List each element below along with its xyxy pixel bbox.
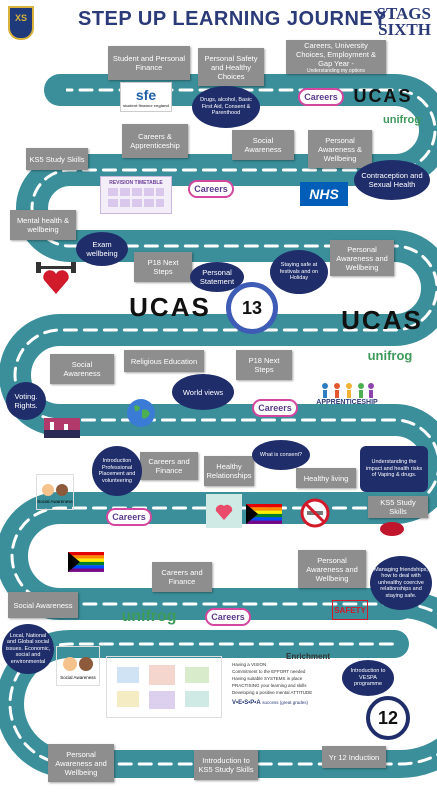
box-personal-awareness-4: Personal Awareness and Wellbeing (48, 744, 114, 782)
road-centre-line (10, 88, 437, 606)
box-personal-safety: Personal Safety and Healthy Choices (198, 48, 264, 86)
careers-logo-4-text: Careers (106, 508, 152, 526)
unifrog-logo-2: unifrog (367, 347, 413, 363)
sfe-logo: sfe student finance england (120, 82, 172, 112)
no-vaping-icon (300, 498, 330, 528)
enrichment-item: Developing a positive mental ATTITUDE (232, 690, 313, 695)
bubble-voting-rights: Voting. Rights. (6, 382, 46, 420)
careers-logo-2-text: Careers (188, 180, 234, 198)
revision-timetable-image: REVISION TIMETABLE (100, 176, 172, 214)
enrichment-item: Having suitable SYSTEMS in place (232, 676, 303, 681)
revision-timetable-label: REVISION TIMETABLE (109, 180, 163, 186)
social-awareness-icon-1: Social Awareness (36, 474, 74, 510)
careers-logo-2: Careers (186, 178, 236, 200)
box-personal-awareness-2: Personal Awareness and Wellbeing (330, 240, 394, 276)
social-awareness-icon-2: Social Awareness (56, 646, 100, 686)
bubble-intro-professional: Introduction Professional Placement and … (92, 446, 142, 496)
enrichment-label: Enrichment (285, 652, 330, 661)
box-careers-finance-2: Careers and Finance (152, 562, 212, 592)
hands-heart-icon (206, 494, 242, 528)
box-careers-uni: Careers, University Choices, Employment … (286, 40, 386, 74)
box-social-awareness-2: Social Awareness (50, 354, 114, 384)
brand-line-2: SIXTH (378, 20, 431, 39)
box-personal-awareness-3: Personal Awareness and Wellbeing (298, 550, 366, 588)
bubble-exam-wellbeing: Exam wellbeing (76, 232, 128, 266)
box-social-awareness-1: Social Awareness (232, 130, 294, 160)
unifrog-logo-3: unifrog (121, 608, 177, 625)
protest-image (44, 418, 80, 438)
bubble-local-national: Local, National and Global social issues… (2, 624, 54, 674)
box-ks5-study-skills-2: KS5 Study Skills (368, 496, 428, 518)
ucas-logo-2: UCAS (129, 291, 211, 322)
vespa-word: V•E•S•P•A (232, 700, 261, 706)
ucas-logo-3: UCAS (341, 304, 423, 335)
box-personal-awareness-1: Personal Awareness & Wellbeing (308, 130, 372, 168)
sfe-logo-text: sfe (135, 86, 157, 103)
bubble-festivals: Staying safe at festivals and on Holiday (270, 250, 328, 294)
bubble-world-views: World views (172, 374, 234, 410)
enrichment-item: Commitment to the EFFORT needed (232, 669, 306, 674)
box-yr12-induction: Yr 12 Induction (322, 746, 386, 768)
careers-logo-4: Careers (102, 506, 156, 528)
box-intro-ks5: Introduction to KS5 Study Skills (194, 750, 258, 780)
bubble-intro-vespa: Introduction to VESPA programme (342, 660, 394, 696)
careers-logo-5: Careers (200, 604, 256, 630)
enrichment-item: Having a VISION (232, 662, 267, 667)
bubble-drugs-alcohol: Drugs, alcohol, Basic First Aid, Consent… (192, 86, 260, 128)
box-religious-education: Religious Education (124, 350, 204, 372)
page-title: STEP UP LEARNING JOURNEY (78, 8, 388, 30)
calendar-grid-icon (108, 188, 164, 207)
bubble-what-is-consent: What is consent? (252, 440, 310, 470)
enrichment-list: Having a VISION Commitment to the EFFORT… (232, 661, 312, 696)
study-skills-illustration (106, 656, 222, 718)
box-careers-finance-1: Careers and Finance (140, 452, 198, 480)
bubble-managing-friendships: Managing friendships, how to deal with u… (370, 556, 432, 610)
apprenticeship-logo: APPRENTICESHIP (316, 370, 378, 416)
apprenticeship-label: APPRENTICESHIP (316, 398, 378, 406)
box-careers-uni-label: Careers, University Choices, Employment … (295, 40, 377, 68)
bubble-contraception: Contraception and Sexual Health (354, 160, 430, 200)
heart-weightlifting-icon (36, 260, 76, 296)
road-arrow-head (44, 76, 66, 104)
box-student-finance: Student and Personal Finance (108, 46, 190, 80)
careers-logo-5-text: Careers (205, 608, 251, 626)
sfe-logo-sub: student finance england (122, 102, 169, 108)
box-healthy-relationships: Healthy Relationships (204, 456, 254, 486)
careers-logo-3-text: Careers (252, 399, 298, 417)
school-crest: XS (8, 6, 34, 40)
box-ks5-study-skills-1: KS5 Study Skills (26, 148, 88, 170)
people-icons (322, 382, 374, 398)
brand-line-1: STAGS (376, 4, 432, 23)
globe-icon (126, 398, 156, 428)
pride-flag-icon-1 (246, 504, 282, 524)
social-awareness-caption-2: Social Awareness (60, 674, 96, 680)
ucas-logo-1: UCAS (353, 85, 413, 106)
year-13-milestone: 13 (226, 282, 278, 334)
enrichment-item: PRACTISING your learning and skills (232, 683, 307, 688)
unifrog-logo-1: unifrog (383, 114, 421, 126)
social-awareness-caption-1: Social Awareness (37, 498, 73, 504)
vespa-tail: success (great grades) (262, 700, 308, 705)
box-mental-health: Mental health & wellbeing (10, 210, 76, 240)
nhs-logo: NHS (300, 182, 348, 206)
box-p18-next-steps-1: P18 Next Steps (134, 252, 192, 282)
careers-logo-3: Careers (250, 396, 300, 420)
box-careers-uni-sub: Understanding my options (306, 67, 366, 74)
box-p18-next-steps-2: P18 Next Steps (236, 350, 292, 380)
box-understanding-vaping: Understanding the impact and health risk… (360, 446, 428, 492)
box-social-awareness-3: Social Awareness (8, 592, 78, 618)
vespa-enrichment-panel: Enrichment Having a VISION Commitment to… (228, 648, 334, 732)
pride-flag-icon-2 (68, 552, 104, 572)
careers-logo-1-text: Careers (298, 88, 344, 106)
careers-logo-1: Careers (294, 84, 348, 110)
box-careers-apprenticeship: Careers & Apprenticeship (122, 124, 188, 158)
box-healthy-living: Healthy living (296, 468, 356, 488)
red-pill-icon (378, 520, 406, 538)
year-12-milestone: 12 (366, 696, 410, 740)
safety-logo: SAFETY (332, 600, 368, 620)
stags-sixth-logo: STAGS SIXTH (376, 4, 432, 39)
